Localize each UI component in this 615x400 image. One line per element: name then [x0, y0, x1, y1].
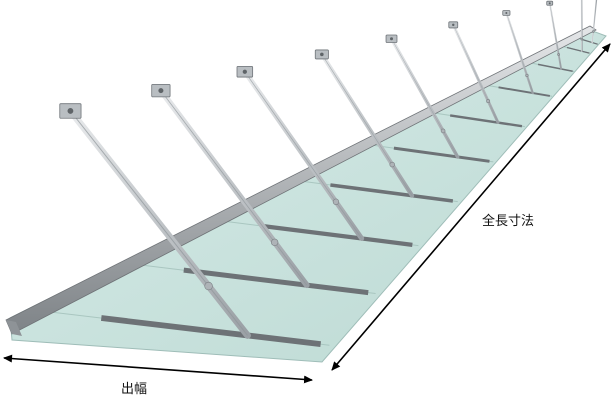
length-dimension-label: 全長寸法: [482, 214, 535, 229]
bracket-bolt: [67, 108, 74, 114]
bracket-bolt: [505, 11, 508, 14]
turnbuckle: [557, 53, 560, 56]
support-channel: [100, 315, 322, 348]
bracket-bolt: [548, 2, 551, 5]
turnbuckle: [204, 281, 213, 291]
turnbuckle: [486, 99, 491, 104]
turnbuckle: [271, 238, 279, 246]
turnbuckle: [525, 73, 529, 78]
support-rod-edge: [70, 110, 248, 336]
turnbuckle: [332, 198, 340, 205]
turnbuckle: [389, 161, 395, 168]
support-rod-edge: [591, 0, 597, 43]
width-dimension-label: 出幅: [121, 382, 148, 397]
bracket-bolt: [390, 37, 394, 41]
bracket-bolt: [158, 88, 164, 94]
bracket-bolt: [452, 23, 455, 27]
length-dimension-line: [331, 43, 611, 371]
turnbuckle: [440, 128, 446, 134]
turnbuckle: [580, 37, 584, 41]
turnbuckle: [591, 30, 595, 33]
support-rod-edge: [160, 90, 308, 286]
bracket-bolt: [320, 52, 324, 57]
rail-end-cap: [6, 320, 22, 336]
glass-canopy: [9, 29, 607, 363]
width-dimension-line: [3, 354, 313, 384]
bracket-bolt: [242, 69, 247, 74]
